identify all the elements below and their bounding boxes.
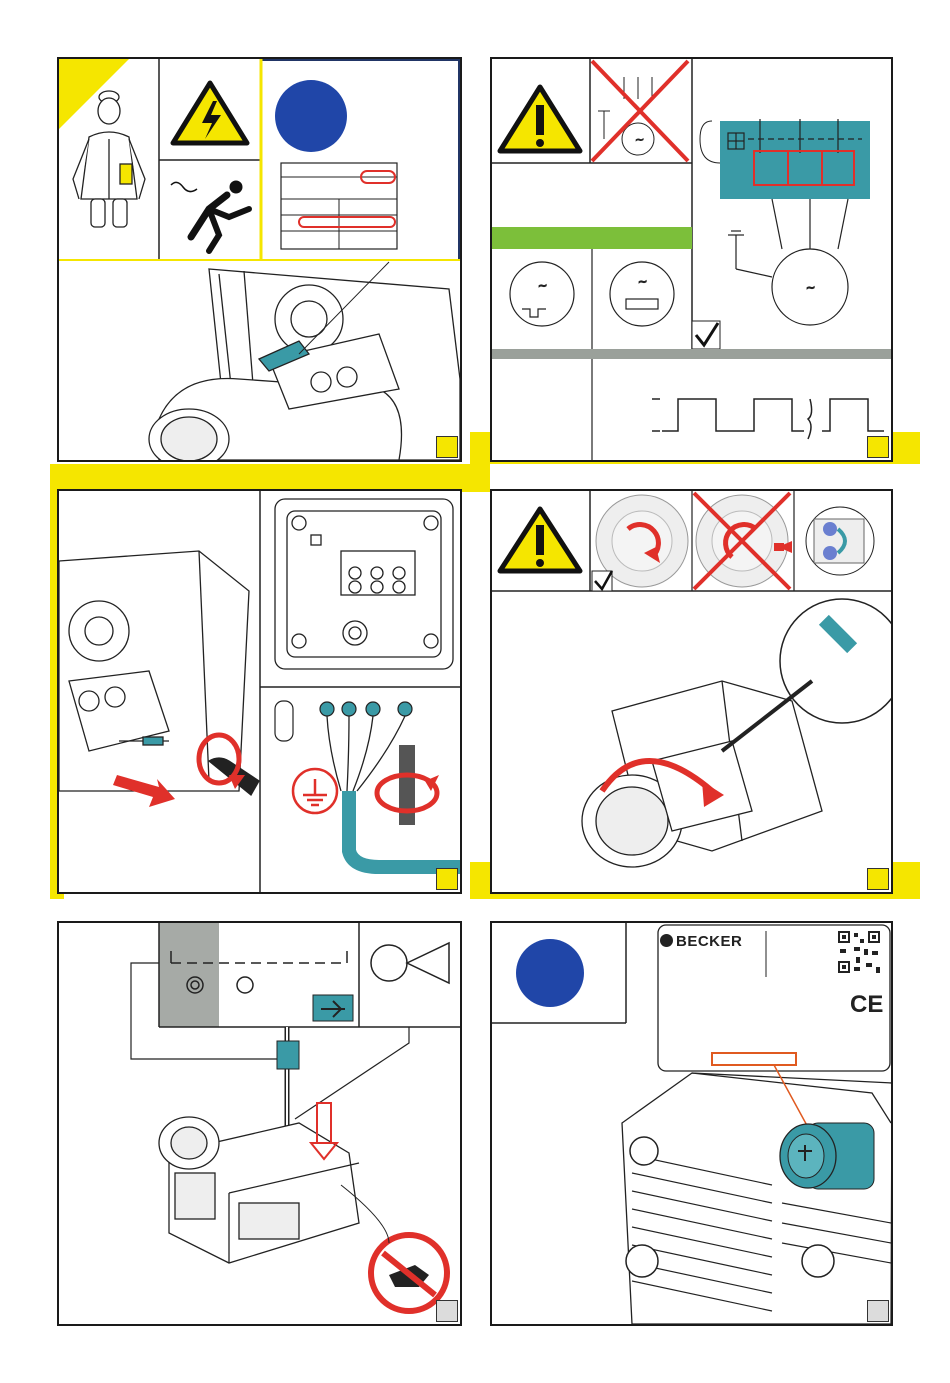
mandatory-action-icon bbox=[516, 939, 584, 1007]
step-marker bbox=[867, 1300, 889, 1322]
step-marker bbox=[436, 1300, 458, 1322]
step-marker bbox=[436, 868, 458, 890]
mandatory-action-icon bbox=[275, 80, 347, 152]
panel-wiring bbox=[57, 489, 462, 894]
ce-mark: CE bbox=[850, 991, 883, 1019]
panel-electrical-safety bbox=[57, 57, 462, 462]
electrician-icon bbox=[73, 91, 145, 227]
svg-text:~: ~ bbox=[638, 275, 647, 288]
step-marker bbox=[436, 436, 458, 458]
warning-icon bbox=[500, 87, 580, 151]
yellow-band-mid bbox=[50, 464, 490, 492]
type-label-card bbox=[281, 163, 397, 249]
qr-code-icon bbox=[836, 929, 882, 975]
becker-logo-mark bbox=[660, 934, 673, 947]
becker-logo-text: BECKER bbox=[676, 933, 742, 950]
panel-motor-protection: ~ ~ ~ bbox=[490, 57, 893, 462]
ground-symbol-icon bbox=[293, 769, 337, 813]
becker-logo: BECKER bbox=[660, 933, 742, 950]
electric-hazard-icon bbox=[173, 83, 247, 143]
electrocution-icon bbox=[171, 181, 249, 251]
svg-text:~: ~ bbox=[806, 281, 815, 294]
panel-rotation-check bbox=[490, 489, 893, 894]
panel-exhaust-connection bbox=[57, 921, 462, 1326]
warning-icon bbox=[500, 509, 580, 571]
step-marker bbox=[867, 868, 889, 890]
panel-nameplate-filter: BECKER CE bbox=[490, 921, 893, 1326]
step-marker bbox=[867, 436, 889, 458]
svg-text:~: ~ bbox=[635, 133, 644, 146]
svg-text:~: ~ bbox=[538, 279, 547, 292]
